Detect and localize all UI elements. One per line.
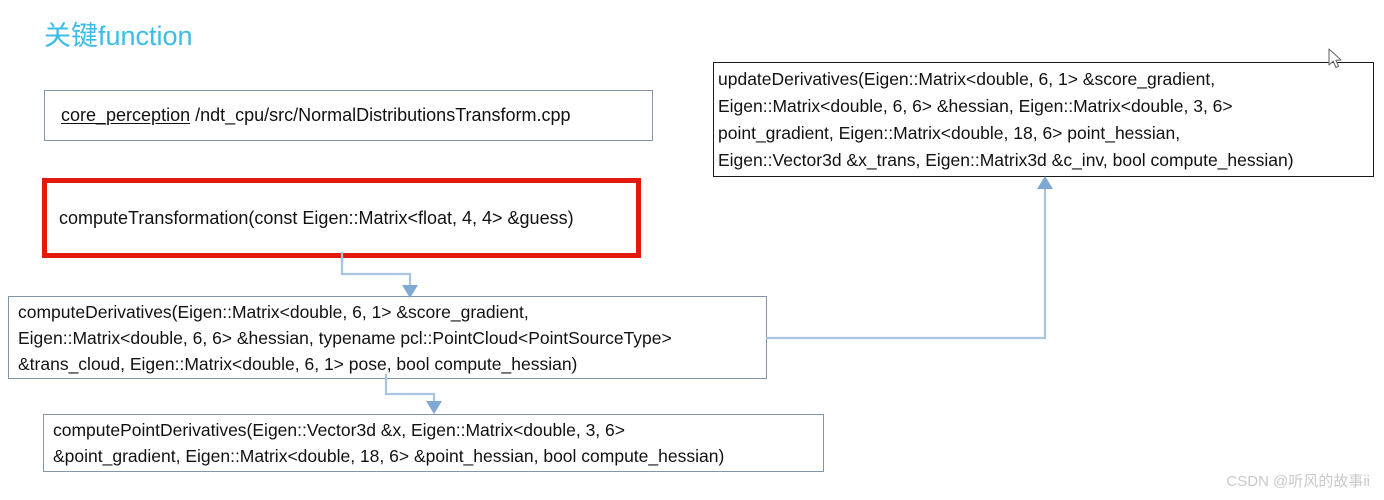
update-derivatives-box: updateDerivatives(Eigen::Matrix<double, …: [713, 62, 1374, 177]
compute-derivatives-box: computeDerivatives(Eigen::Matrix<double,…: [8, 296, 767, 379]
compute-point-derivatives-signature: computePointDerivatives(Eigen::Vector3d …: [53, 420, 725, 466]
source-file-path-text: core_perception /ndt_cpu/src/NormalDistr…: [61, 103, 636, 128]
mouse-cursor-icon: [1328, 48, 1342, 69]
update-derivatives-signature: updateDerivatives(Eigen::Matrix<double, …: [718, 68, 1294, 170]
compute-transformation-box: computeTransformation(const Eigen::Matri…: [42, 178, 641, 258]
page-title: 关键function: [44, 21, 193, 51]
compute-derivatives-signature: computeDerivatives(Eigen::Matrix<double,…: [18, 301, 672, 374]
source-file-path-rest: /ndt_cpu/src/NormalDistributionsTransfor…: [190, 105, 571, 125]
csdn-watermark: CSDN @听风的故事ii: [1226, 473, 1370, 490]
compute-transformation-signature: computeTransformation(const Eigen::Matri…: [59, 207, 574, 228]
compute-point-derivatives-box: computePointDerivatives(Eigen::Vector3d …: [43, 414, 824, 472]
core-perception-link[interactable]: core_perception: [61, 105, 191, 125]
connector-derivatives-to-update-derivatives: [766, 176, 1053, 340]
source-file-path-box: core_perception /ndt_cpu/src/NormalDistr…: [44, 90, 653, 141]
